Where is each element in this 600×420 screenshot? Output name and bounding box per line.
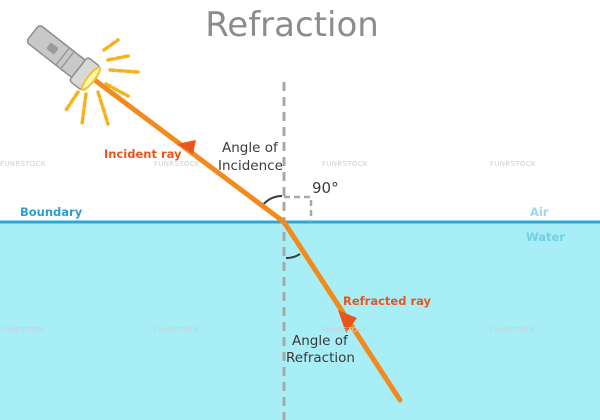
- incident-ray-label: Incident ray: [104, 147, 182, 161]
- refraction-angle-arc: [285, 253, 301, 259]
- angle-of-refraction-label-line2: Refraction: [286, 350, 355, 366]
- watermark: FUNRSTOCK: [490, 160, 536, 168]
- watermark: FUNRSTOCK: [322, 326, 368, 334]
- angle-of-incidence-label-line2: Incidence: [218, 158, 283, 174]
- watermark: FUNRSTOCK: [154, 326, 200, 334]
- refracted-ray-label: Refracted ray: [343, 294, 432, 308]
- angle-of-incidence-label-line1: Angle of: [222, 140, 279, 156]
- watermark: FUNRSTOCK: [154, 160, 200, 168]
- right-angle-label: 90°: [312, 179, 339, 197]
- water-label: Water: [526, 230, 565, 244]
- right-angle-marker: [284, 195, 313, 222]
- air-label: Air: [530, 205, 549, 219]
- diagram-title: Refraction: [205, 5, 379, 45]
- refracted-ray: [281, 219, 403, 403]
- angle-of-refraction-label-line1: Angle of: [292, 333, 349, 349]
- watermark: FUNRSTOCK: [0, 326, 46, 334]
- incident-ray-arrowhead: [177, 140, 196, 154]
- flashlight-icon: [26, 25, 102, 91]
- boundary-label: Boundary: [20, 205, 83, 219]
- watermark: FUNRSTOCK: [0, 160, 46, 168]
- watermark: FUNRSTOCK: [322, 160, 368, 168]
- water-region: [0, 222, 600, 420]
- incidence-angle-arc: [261, 195, 283, 207]
- watermarks: FUNRSTOCK FUNRSTOCK FUNRSTOCK FUNRSTOCK …: [0, 160, 536, 334]
- refracted-ray-arrowhead: [338, 310, 357, 333]
- watermark: FUNRSTOCK: [490, 326, 536, 334]
- light-burst-icon: [64, 38, 140, 126]
